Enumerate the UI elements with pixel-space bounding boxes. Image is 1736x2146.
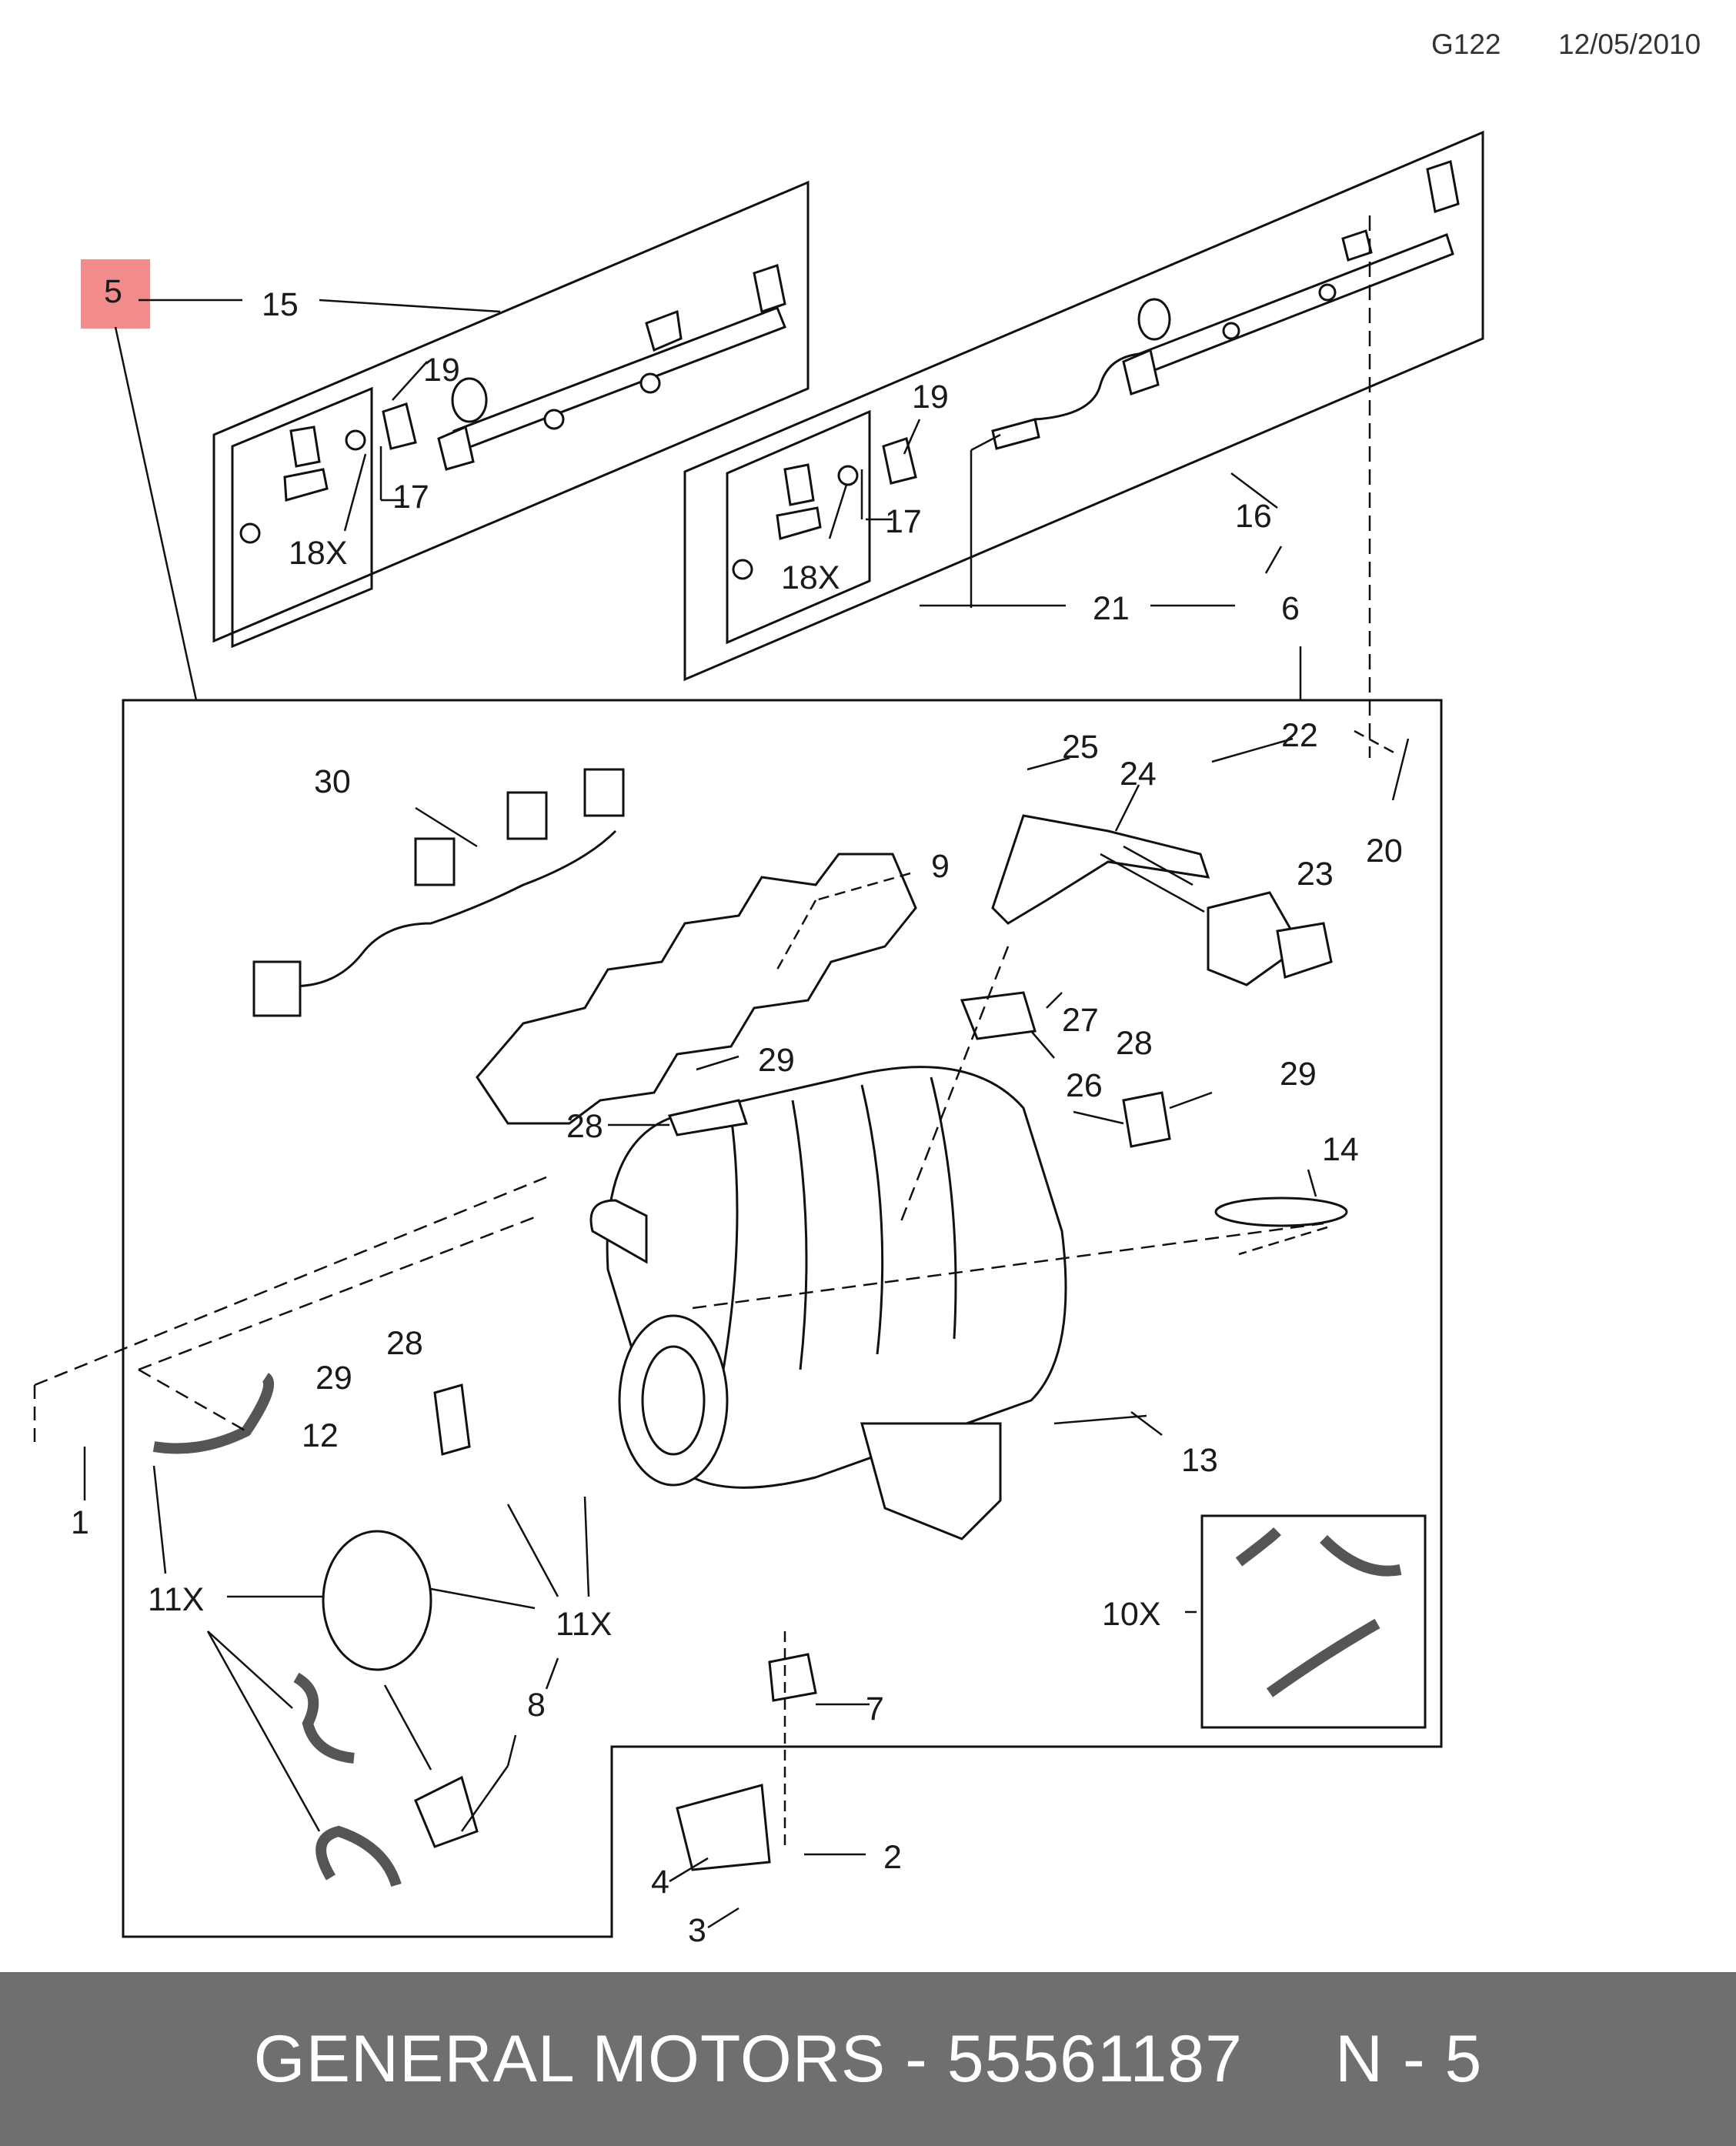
injector-subpanel-right (726, 409, 871, 645)
callout-26[interactable]: 26 (1066, 1067, 1103, 1104)
callout-7[interactable]: 7 (866, 1690, 884, 1727)
callout-30[interactable]: 30 (314, 763, 351, 800)
callout-15[interactable]: 15 (262, 286, 299, 323)
callout-2[interactable]: 2 (883, 1839, 902, 1876)
callout-12[interactable]: 12 (302, 1417, 339, 1454)
callout-5[interactable]: 5 (104, 273, 122, 310)
callout-3[interactable]: 3 (688, 1912, 706, 1949)
callout-19-right[interactable]: 19 (912, 379, 949, 416)
callout-9[interactable]: 9 (931, 848, 950, 885)
bracket-24 (991, 814, 1210, 925)
callout-17-left[interactable]: 17 (392, 479, 429, 516)
fuel-rail-left (437, 264, 786, 471)
callout-6[interactable]: 6 (1281, 590, 1300, 627)
callout-11x-left[interactable]: 11X (148, 1581, 204, 1618)
wiring-harness-30 (252, 768, 625, 1017)
callout-22[interactable]: 22 (1281, 717, 1318, 754)
callout-21[interactable]: 21 (1093, 590, 1130, 627)
fuel-rail-right (991, 160, 1460, 450)
callout-24[interactable]: 24 (1120, 756, 1157, 793)
callout-13[interactable]: 13 (1181, 1442, 1218, 1479)
intake-manifold (589, 1066, 1067, 1540)
callout-20[interactable]: 20 (1366, 833, 1403, 869)
callout-28-mid[interactable]: 28 (566, 1108, 603, 1145)
fuel-injector-icons (239, 402, 917, 580)
callout-28-top[interactable]: 28 (1116, 1025, 1153, 1062)
callout-10x[interactable]: 10X (1102, 1596, 1161, 1633)
sensor-26 (960, 991, 1037, 1040)
callout-29-right[interactable]: 29 (1280, 1056, 1317, 1093)
callout-8[interactable]: 8 (527, 1687, 546, 1724)
injector-subpanel-left (231, 386, 373, 649)
callout-4[interactable]: 4 (651, 1864, 669, 1901)
callout-27[interactable]: 27 (1062, 1002, 1099, 1039)
callout-29-mid[interactable]: 29 (758, 1042, 795, 1079)
gasket-9 (476, 853, 917, 1125)
callout-18x-left[interactable]: 18X (289, 535, 348, 572)
bracket-28-icons (433, 1091, 1171, 1456)
callout-14[interactable]: 14 (1322, 1131, 1359, 1168)
hose-inset-frame (1200, 1514, 1427, 1729)
callout-23[interactable]: 23 (1297, 856, 1334, 893)
leader-lines (33, 215, 1410, 1929)
fuel-rail-panel-right (683, 130, 1484, 682)
regulator-23 (1207, 891, 1333, 986)
exploded-parts-diagram: G122 12/05/2010 5 (33, 28, 1701, 1949)
callout-16[interactable]: 16 (1235, 498, 1272, 535)
fuel-rail-panel-left (212, 180, 810, 643)
callout-28-left[interactable]: 28 (386, 1325, 423, 1362)
highlight-callout-box (81, 259, 150, 329)
callout-17-right[interactable]: 17 (885, 503, 922, 540)
callout-labels: 15 19 17 18X 19 17 18X 16 21 6 22 20 25 … (71, 286, 1403, 1949)
callout-1[interactable]: 1 (71, 1504, 89, 1541)
diagram-code: G122 (1431, 28, 1501, 60)
callout-29-left[interactable]: 29 (315, 1360, 352, 1397)
callout-18x-right[interactable]: 18X (781, 559, 840, 596)
part-number-banner: GENERAL MOTORS - 55561187 N - 5 (0, 1972, 1736, 2146)
diagram-date: 12/05/2010 (1558, 28, 1701, 60)
callout-19-left[interactable]: 19 (423, 352, 460, 389)
hoses-and-valves (152, 1373, 1402, 1887)
main-assembly-frame (122, 699, 1443, 1938)
callout-25[interactable]: 25 (1062, 729, 1099, 766)
callout-11x-right[interactable]: 11X (556, 1606, 612, 1643)
part-number-text: GENERAL MOTORS - 55561187 (253, 2021, 1243, 2096)
diagram-reference-text: N - 5 (1334, 2021, 1483, 2096)
gasket-ring-14 (1214, 1196, 1348, 1227)
